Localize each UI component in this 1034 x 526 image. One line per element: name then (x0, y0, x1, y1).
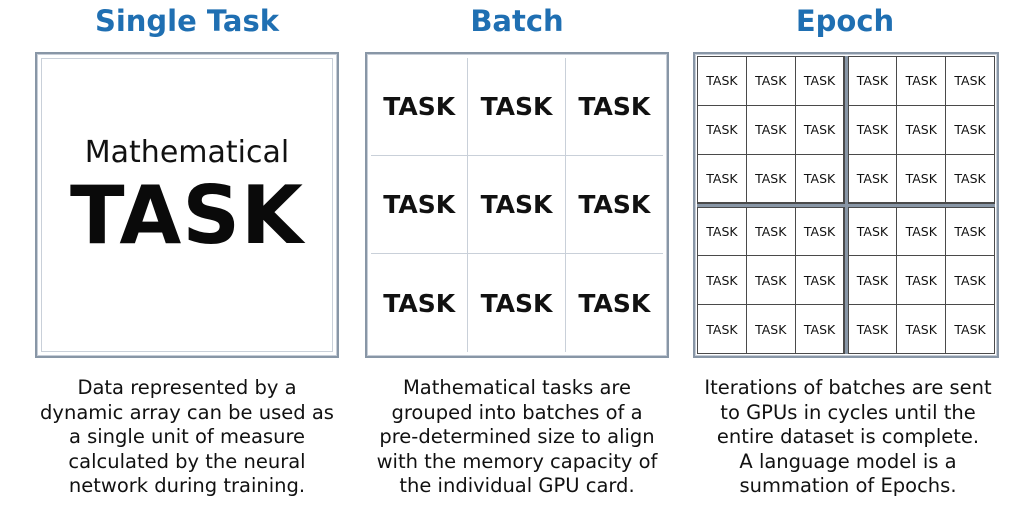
caption-line: a single unit of measure (68, 425, 306, 448)
batch-task-cell: TASK (468, 156, 566, 254)
caption-line: to GPUs in cycles until the (720, 400, 976, 424)
single-task-caption: Data represented by a dynamic array can … (27, 376, 347, 499)
epoch-task-cell: TASK (897, 305, 946, 353)
batch-caption: Mathematical tasks are grouped into batc… (357, 376, 677, 499)
epoch-task-cell: TASK (698, 207, 746, 256)
batch-task-cell: TASK (565, 58, 663, 156)
mathematical-label: Mathematical (84, 135, 290, 170)
epoch-task-cell: TASK (795, 105, 844, 154)
epoch-task-cell: TASK (897, 57, 946, 105)
epoch-task-cell: TASK (848, 154, 897, 203)
caption-line: Data represented by a (77, 376, 297, 399)
task-label-large: TASK (70, 169, 304, 262)
epoch-task-cell: TASK (897, 154, 946, 203)
epoch-task-cell: TASK (795, 57, 844, 105)
epoch-task-cell: TASK (795, 256, 844, 305)
epoch-task-cell: TASK (897, 105, 946, 154)
epoch-title: Epoch (795, 4, 895, 38)
epoch-task-cell: TASK (698, 57, 746, 105)
caption-line: calculated by the neural (68, 449, 306, 473)
caption-line: network during training. (68, 474, 306, 497)
caption-line: grouped into batches of a (391, 400, 643, 424)
epoch-task-cell: TASK (746, 105, 795, 154)
epoch-task-cell: TASK (946, 207, 994, 256)
batch-task-cell: TASK (371, 156, 469, 254)
epoch-task-cell: TASK (946, 154, 994, 203)
epoch-task-cell: TASK (746, 207, 795, 256)
single-task-title: Single Task (94, 4, 280, 38)
caption-line: pre-determined size to align (379, 425, 655, 448)
epoch-task-cell: TASK (848, 207, 897, 256)
epoch-task-cell: TASK (746, 154, 795, 203)
epoch-task-cell: TASK (848, 305, 897, 353)
caption-line: Iterations of batches are sent (704, 376, 992, 399)
epoch-task-cell: TASK (698, 256, 746, 305)
epoch-task-cell: TASK (795, 207, 844, 256)
caption-line: summation of Epochs. (739, 474, 957, 497)
epoch-task-cell: TASK (946, 305, 994, 353)
epoch-task-cell: TASK (848, 57, 897, 105)
epoch-task-cell: TASK (946, 105, 994, 154)
epoch-task-cell: TASK (746, 305, 795, 353)
caption-line: with the memory capacity of (376, 449, 658, 473)
batch-task-cell: TASK (371, 58, 469, 156)
single-task-frame: Mathematical TASK (35, 52, 339, 358)
epoch-task-cell: TASK (698, 154, 746, 203)
epoch-task-cell: TASK (698, 305, 746, 353)
caption-line: Mathematical tasks are (402, 376, 631, 399)
epoch-task-cell: TASK (897, 207, 946, 256)
epoch-task-cell: TASK (795, 305, 844, 353)
batch-task-cell: TASK (565, 254, 663, 352)
epoch-task-cell: TASK (946, 256, 994, 305)
epoch-task-cell: TASK (698, 105, 746, 154)
epoch-task-cell: TASK (848, 256, 897, 305)
epoch-task-cell: TASK (795, 154, 844, 203)
epoch-caption: Iterations of batches are sent to GPUs i… (688, 376, 1008, 499)
caption-line: the individual GPU card. (399, 474, 635, 497)
batch-task-cell: TASK (468, 58, 566, 156)
caption-line: dynamic array can be used as (40, 400, 334, 424)
epoch-task-cell: TASK (746, 256, 795, 305)
epoch-task-cell: TASK (897, 256, 946, 305)
caption-line: entire dataset is complete. (716, 425, 980, 448)
epoch-task-cell: TASK (946, 57, 994, 105)
epoch-task-cell: TASK (746, 57, 795, 105)
batch-task-cell: TASK (371, 254, 469, 352)
batch-task-cell: TASK (565, 156, 663, 254)
caption-line: A language model is a (739, 449, 957, 473)
batch-title: Batch (470, 4, 564, 38)
epoch-task-cell: TASK (848, 105, 897, 154)
single-task-panel: Mathematical TASK (41, 58, 333, 352)
batch-task-cell: TASK (468, 254, 566, 352)
